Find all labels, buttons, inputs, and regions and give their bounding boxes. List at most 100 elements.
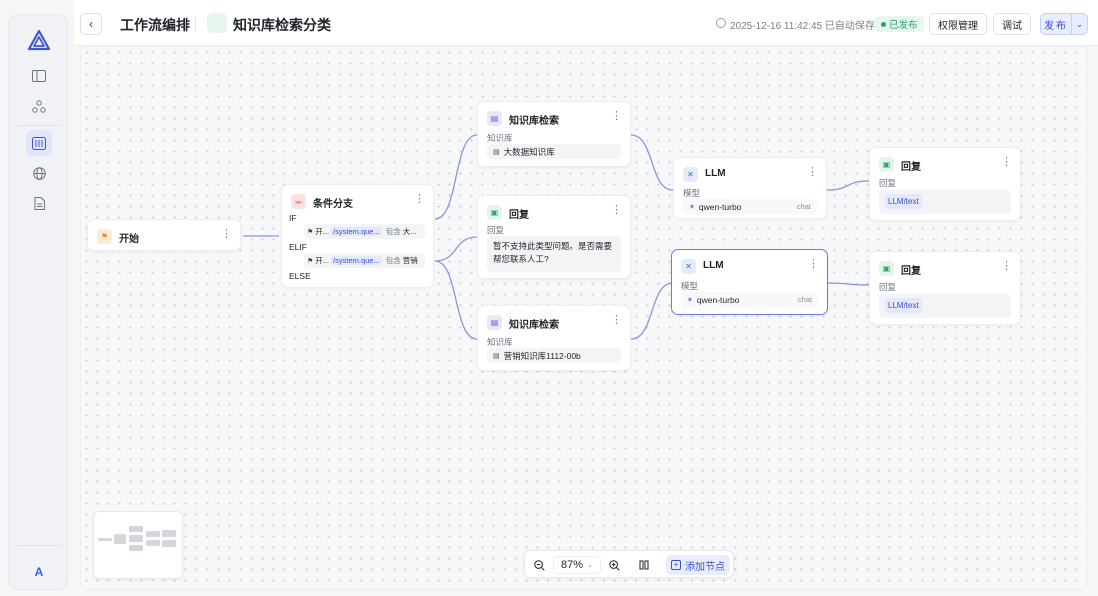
sidebar-divider — [17, 125, 61, 126]
variable-chip: LLM/text — [885, 194, 922, 209]
kb-value: 营销知识库1112-00b — [503, 350, 581, 361]
debug-button[interactable]: 调试 — [993, 13, 1031, 35]
kb-field[interactable]: ▤ 大数据知识库 — [487, 144, 621, 159]
llm-icon: ✕ — [681, 259, 696, 274]
more-menu-icon[interactable]: ⋮ — [414, 193, 425, 205]
more-menu-icon[interactable]: ⋮ — [611, 204, 622, 216]
autosave-status: 2025-12-16 11:42:45 已自动保存 — [730, 21, 875, 32]
status-dot — [881, 21, 886, 27]
zoom-in-icon[interactable] — [606, 557, 622, 573]
permissions-button[interactable]: 权限管理 — [929, 13, 987, 35]
workflow-canvas[interactable]: ⚑ 开始 ⋮ ⪼ 条件分支 ⋮ IF ⚑ 开... /system.que...… — [80, 46, 1088, 590]
node-llm-1[interactable]: ✕ LLM ⋮ 模型 ✶ qwen-turbo chat — [673, 157, 827, 219]
kb-value: 大数据知识库 — [503, 146, 555, 157]
model-name: qwen-turbo — [696, 294, 740, 305]
if-condition[interactable]: ⚑ 开... /system.que... 包含 大... — [304, 224, 425, 239]
node-reply-2[interactable]: ▣ 回复 ⋮ 回复 LLM/text — [869, 147, 1021, 221]
reply-text[interactable]: 暂不支持此类型问题。是否需要帮您联系人工? — [487, 236, 621, 272]
node-start[interactable]: ⚑ 开始 ⋮ — [87, 219, 241, 251]
field-label: 知识库 — [487, 337, 513, 347]
field-label: 模型 — [681, 281, 699, 291]
node-kb-retrieval-2[interactable]: ▤ 知识库检索 ⋮ 知识库 ▤ 营销知识库1112-00b — [477, 305, 631, 371]
edge-llm1-reply2 — [826, 180, 870, 191]
globe-icon[interactable] — [26, 160, 52, 186]
model-icon: ✶ — [687, 296, 693, 304]
avatar[interactable]: A — [34, 565, 44, 579]
node-title: LLM — [703, 260, 724, 271]
node-title: 开始 — [119, 234, 139, 245]
nodes-icon[interactable] — [26, 93, 52, 119]
node-reply-3[interactable]: ▣ 回复 ⋮ 回复 LLM/text — [869, 251, 1021, 325]
more-menu-icon[interactable]: ⋮ — [221, 228, 232, 240]
document-icon[interactable] — [26, 190, 52, 216]
plus-icon: + — [671, 560, 681, 570]
minimap[interactable] — [93, 511, 183, 579]
elif-label: ELIF — [289, 242, 307, 252]
more-menu-icon[interactable]: ⋮ — [1001, 156, 1012, 168]
kb-field[interactable]: ▤ 营销知识库1112-00b — [487, 348, 621, 363]
node-llm-2[interactable]: ✕ LLM ⋮ 模型 ✶ qwen-turbo chat — [671, 249, 828, 315]
node-kb-retrieval-1[interactable]: ▤ 知识库检索 ⋮ 知识库 ▤ 大数据知识库 — [477, 101, 631, 167]
minimap-node — [129, 545, 143, 551]
back-icon: ‹ — [89, 17, 93, 31]
node-title: 知识库检索 — [509, 116, 559, 127]
knowledge-base-icon: ▤ — [487, 315, 502, 330]
edge-kb2-llm2 — [630, 282, 674, 340]
minimap-node — [98, 538, 112, 541]
more-menu-icon[interactable]: ⋮ — [808, 258, 819, 270]
field-label: 回复 — [879, 282, 897, 292]
node-title: 知识库检索 — [509, 320, 559, 331]
book-icon: ▤ — [493, 148, 500, 156]
field-label: 知识库 — [487, 133, 513, 143]
reply-content[interactable]: LLM/text — [879, 190, 1011, 214]
more-menu-icon[interactable]: ⋮ — [807, 166, 818, 178]
status-label: 已发布 — [889, 20, 918, 31]
more-menu-icon[interactable]: ⋮ — [1001, 260, 1012, 272]
back-button[interactable]: ‹ — [80, 13, 102, 35]
edge-if-kb1 — [434, 134, 478, 220]
node-reply-1[interactable]: ▣ 回复 ⋮ 回复 暂不支持此类型问题。是否需要帮您联系人工? — [477, 195, 631, 279]
status-badge: 已发布 — [875, 16, 924, 32]
chevron-down-icon[interactable]: ⌄ — [1075, 18, 1084, 29]
message-icon: ▣ — [879, 261, 894, 276]
minimap-node — [129, 535, 143, 542]
model-tag: chat — [796, 202, 811, 211]
more-menu-icon[interactable]: ⋮ — [611, 110, 622, 122]
condition-variable: /system.que... — [331, 227, 382, 236]
publish-divider — [1071, 13, 1072, 35]
layout-icon[interactable] — [636, 557, 652, 573]
llm-icon: ✕ — [683, 167, 698, 182]
model-field[interactable]: ✶ qwen-turbo chat — [683, 199, 817, 214]
model-tag: chat — [797, 295, 812, 304]
panel-icon[interactable] — [26, 63, 52, 89]
condition-variable: /system.que... — [331, 256, 382, 265]
minimap-node — [162, 530, 176, 537]
book-icon: ▤ — [493, 352, 500, 360]
more-menu-icon[interactable]: ⋮ — [611, 314, 622, 326]
node-condition[interactable]: ⪼ 条件分支 ⋮ IF ⚑ 开... /system.que... 包含 大..… — [281, 184, 434, 288]
zoom-out-icon[interactable] — [531, 557, 547, 573]
zoom-toolbar: 87% ⌄ + 添加节点 — [524, 550, 734, 578]
zoom-select[interactable]: 87% ⌄ — [553, 556, 601, 574]
node-title: LLM — [705, 168, 726, 179]
model-field[interactable]: ✶ qwen-turbo chat — [681, 292, 818, 307]
elif-condition[interactable]: ⚑ 开... /system.que... 包含 营销 — [304, 253, 425, 268]
header-divider — [195, 17, 196, 31]
minimap-node — [146, 531, 160, 537]
add-node-button[interactable]: + 添加节点 — [666, 555, 730, 575]
logo-icon[interactable] — [27, 29, 51, 53]
clock-icon — [716, 18, 726, 28]
variable-chip: LLM/text — [885, 298, 922, 313]
minimap-node — [146, 540, 160, 546]
minimap-node — [162, 540, 176, 547]
reply-content[interactable]: LLM/text — [879, 294, 1011, 318]
publish-button[interactable]: 发布 ⌄ — [1040, 13, 1088, 35]
message-icon: ▣ — [879, 157, 894, 172]
field-label: 回复 — [879, 178, 897, 188]
sliders-icon[interactable] — [26, 130, 52, 156]
edge-elif-reply — [434, 236, 478, 262]
if-label: IF — [289, 213, 297, 223]
add-node-label: 添加节点 — [685, 561, 725, 573]
minimap-node — [114, 534, 126, 544]
